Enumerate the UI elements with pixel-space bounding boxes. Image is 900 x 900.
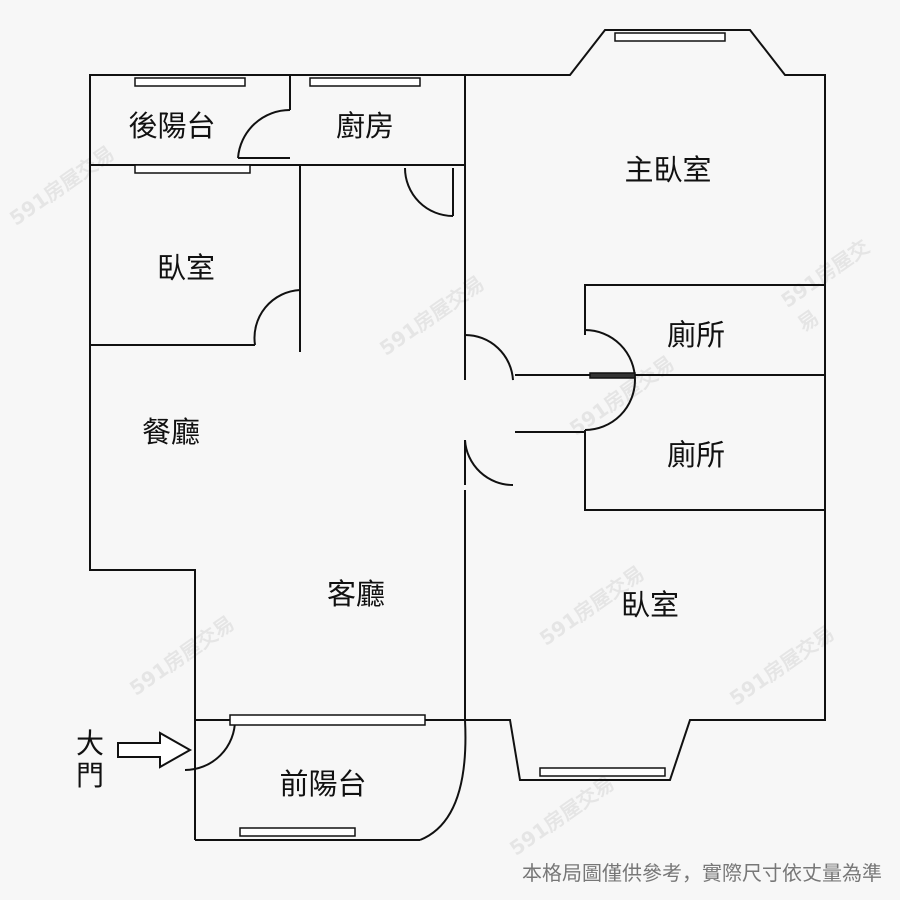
- entrance-arrow-icon: [117, 731, 193, 769]
- room-label-bathroom: 廁所: [666, 318, 726, 352]
- room-label-bedroom: 臥室: [156, 251, 216, 285]
- room-label-dining-room: 餐廳: [141, 415, 201, 449]
- room-label-bedroom: 臥室: [620, 588, 680, 622]
- room-label-living-room: 客廳: [326, 577, 386, 611]
- room-label-back-balcony: 後陽台: [128, 109, 216, 143]
- entrance-label-line2: 門: [76, 759, 105, 792]
- room-label-bathroom: 廁所: [666, 438, 726, 472]
- room-label-kitchen: 廚房: [335, 109, 395, 143]
- room-label-front-balcony: 前陽台: [279, 767, 367, 801]
- disclaimer: 本格局圖僅供參考，實際尺寸依丈量為準: [522, 861, 882, 885]
- entrance-label: 大 門: [76, 728, 106, 792]
- entrance-label-line1: 大: [76, 727, 105, 760]
- room-label-master-bedroom: 主臥室: [624, 153, 712, 187]
